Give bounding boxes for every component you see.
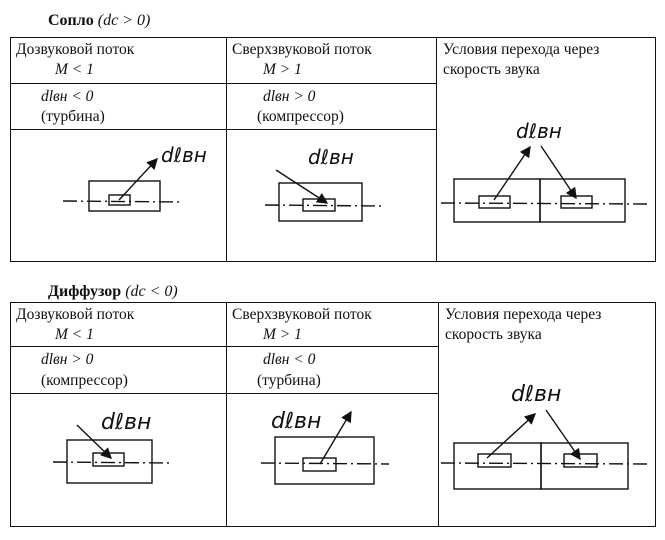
row-divider bbox=[11, 83, 436, 84]
nozzle-table: Дозвуковой поток M < 1 dlвн < 0 (турбина… bbox=[10, 37, 656, 262]
cell-type-subsonic: (компрессор) bbox=[41, 372, 128, 389]
cell-condition-subsonic: dlвн > 0 bbox=[41, 351, 94, 368]
diffuser-table: Дозвуковой поток M < 1 dlвн > 0 (компрес… bbox=[10, 302, 656, 527]
nozzle-title-bold: Сопло bbox=[48, 12, 94, 29]
column-divider bbox=[226, 38, 227, 261]
cell-header-supersonic: Сверхзвуковой поток bbox=[232, 306, 372, 323]
cell-header-transition-line2: скорость звука bbox=[445, 326, 542, 343]
transition-sketch bbox=[440, 409, 648, 490]
diffuser-title: Диффузор (dc < 0) bbox=[48, 283, 178, 301]
cell-header-subsonic: Дозвуковой поток bbox=[16, 41, 135, 58]
row-divider bbox=[11, 346, 438, 347]
cell-mach-subsonic: M < 1 bbox=[55, 326, 94, 343]
sketch-label: dℓвн bbox=[511, 382, 561, 407]
column-divider bbox=[436, 38, 437, 261]
cell-header-supersonic: Сверхзвуковой поток bbox=[232, 41, 372, 58]
row-divider bbox=[11, 393, 438, 394]
sketch-label: dℓвн bbox=[161, 143, 207, 167]
nozzle-title: Сопло (dc > 0) bbox=[48, 12, 150, 30]
sketch-label: dℓвн bbox=[271, 409, 321, 434]
supersonic-sketch bbox=[264, 169, 382, 222]
diffuser-sketches: dℓвн dℓвн dℓвн bbox=[52, 382, 648, 490]
diffuser-title-condition: (dc < 0) bbox=[125, 283, 178, 300]
cell-mach-subsonic: M < 1 bbox=[55, 61, 94, 78]
cell-type-subsonic: (турбина) bbox=[41, 108, 105, 125]
cell-header-transition: Условия перехода через bbox=[443, 41, 600, 58]
cell-mach-supersonic: M > 1 bbox=[263, 326, 302, 343]
cell-header-transition: Условия перехода через bbox=[445, 306, 602, 323]
supersonic-sketch bbox=[260, 410, 390, 485]
transition-sketch bbox=[440, 145, 648, 223]
sketch-label: dℓвн bbox=[516, 119, 562, 143]
cell-type-supersonic: (компрессор) bbox=[257, 108, 344, 125]
sketch-label: dℓвн bbox=[101, 410, 151, 435]
cell-header-transition-line2: скорость звука bbox=[443, 61, 540, 78]
nozzle-sketches: dℓвн dℓвн dℓвн bbox=[62, 119, 648, 223]
cell-condition-subsonic: dlвн < 0 bbox=[41, 88, 94, 105]
subsonic-sketch bbox=[62, 157, 182, 212]
sketch-label: dℓвн bbox=[308, 145, 354, 169]
cell-mach-supersonic: M > 1 bbox=[263, 61, 302, 78]
column-divider bbox=[226, 303, 227, 526]
subsonic-sketch bbox=[52, 424, 170, 484]
cell-header-subsonic: Дозвуковой поток bbox=[16, 306, 135, 323]
diffuser-title-bold: Диффузор bbox=[48, 283, 122, 300]
nozzle-title-condition: (dc > 0) bbox=[97, 12, 151, 29]
column-divider bbox=[438, 303, 439, 526]
cell-condition-supersonic: dlвн > 0 bbox=[263, 88, 316, 105]
cell-condition-supersonic: dlвн < 0 bbox=[263, 351, 316, 368]
row-divider bbox=[11, 129, 436, 130]
cell-type-supersonic: (турбина) bbox=[257, 372, 321, 389]
